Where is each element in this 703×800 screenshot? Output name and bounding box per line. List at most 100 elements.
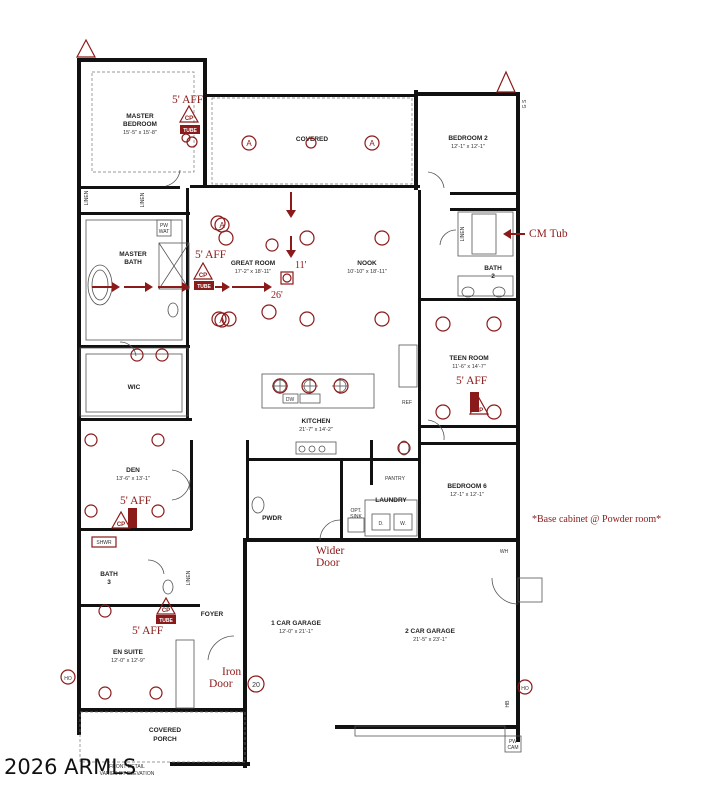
markup-triangles (76, 38, 516, 93)
wh-label: WH (500, 549, 509, 555)
dryer-label: D. (379, 521, 384, 527)
cm-tub-note: CM Tub (529, 228, 568, 240)
cp-tube-badge-4: CP (110, 508, 137, 529)
master-bath-label: MASTER (119, 251, 147, 258)
pantry-label: PANTRY (385, 476, 405, 482)
foyer-label: FOYER (201, 611, 224, 618)
bath2-label: BATH (484, 265, 502, 272)
bedroom6-dims: 12'-1" x 12'-1" (450, 492, 484, 498)
hb-label: HB (505, 700, 511, 708)
shower-label: SHWR (96, 540, 112, 546)
washer-label: W. (400, 521, 406, 527)
svg-text:CP: CP (199, 273, 207, 279)
master-bedroom-label: MASTER (126, 113, 154, 120)
opt-sink-label: OPT. (350, 508, 361, 514)
opt-sink-label-2: SINK (350, 514, 362, 520)
great-room-label: GREAT ROOM (231, 260, 275, 267)
garage1-label: 1 CAR GARAGE (271, 620, 322, 627)
markup-notes: 5' AFF 5' AFF 5' AFF 5' AFF 5' AFF 11' 2… (120, 94, 661, 690)
den-label: DEN (126, 467, 140, 474)
markup-arrows (92, 192, 525, 292)
linen-label-4: LINEN (186, 570, 192, 585)
twenty-marker: 20 (252, 682, 260, 689)
iron-door-note-2: Door (209, 678, 233, 690)
wider-door-note-2: Door (316, 557, 340, 569)
nook-label: NOOK (357, 260, 377, 267)
gs-label: G S (522, 99, 528, 108)
armls-watermark: 2026 ARMLS (4, 755, 136, 779)
shower-tag (91, 536, 117, 548)
svg-text:CP: CP (185, 116, 193, 122)
wider-door-note: Wider (316, 545, 344, 557)
ref-label: REF (402, 400, 412, 406)
linen-label-1: LINEN (84, 190, 90, 205)
front-detail-label: FRONT DETAIL (109, 764, 145, 770)
master-bedroom-dims: 15'-5" x 15'-8" (123, 130, 157, 136)
nook-dims: 10'-10" x 18'-11" (347, 269, 387, 275)
door-swings (119, 169, 543, 661)
en-suite-dims: 12'-0" x 12'-9" (111, 658, 145, 664)
pwdr-label: PWDR (262, 515, 282, 522)
varies-label: VARIES BY ELEVATION (100, 771, 155, 777)
pw-cam-label: PW (509, 739, 517, 745)
dim-26-note: 26' (271, 290, 283, 301)
laundry-label: LAUNDRY (375, 497, 407, 504)
interior-lines (79, 71, 514, 763)
aff-note-2: 5' AFF (195, 249, 226, 261)
aff-note-5: 5' AFF (132, 625, 163, 637)
pw-cam-label-2: CAM (507, 745, 518, 751)
a-symbol-3: A (219, 221, 225, 230)
bedroom6-label: BEDROOM 6 (447, 483, 487, 490)
bedroom2-dims: 12'-1" x 12'-1" (451, 144, 485, 150)
plumbing-fixtures (87, 213, 506, 595)
ho-marker-1: HO (64, 676, 72, 682)
covered-porch-label-2: PORCH (153, 736, 177, 743)
covered-patio-label: COVERED (296, 136, 328, 143)
base-cabinet-note: *Base cabinet @ Powder room* (532, 514, 661, 525)
bedroom2-label: BEDROOM 2 (448, 135, 488, 142)
fan-box (280, 271, 294, 285)
den-dims: 13'-6" x 13'-1" (116, 476, 150, 482)
bath3-label: BATH (100, 571, 118, 578)
en-suite-label: EN SUITE (113, 649, 144, 656)
wic-label: WIC (128, 384, 141, 391)
master-bedroom-label-2: BEDROOM (123, 121, 157, 128)
svg-text:TUBE: TUBE (197, 284, 211, 290)
aff-note-4: 5' AFF (120, 495, 151, 507)
aff-note-3: 5' AFF (456, 375, 487, 387)
iron-door-note: Iron (222, 666, 241, 678)
great-room-dims: 17'-2" x 18'-11" (235, 269, 272, 275)
bath3-label-2: 3 (107, 579, 111, 586)
kitchen-island (272, 378, 348, 453)
fixture-labels: LINEN LINEN LINEN LINEN REF DW OPT. SINK… (84, 99, 528, 777)
dw-label: DW (286, 397, 295, 403)
markup-a-circles: A A A A (214, 135, 380, 328)
cp-tube-badge-1: CP TUBE (178, 104, 200, 134)
master-bath-label-2: BATH (124, 259, 142, 266)
a-symbol-1: A (246, 139, 252, 148)
bath2-label-2: 2 (491, 273, 495, 280)
markup-small-circles: HO HO 20 (60, 669, 533, 695)
garage2-dims: 21'-5" x 23'-1" (413, 637, 447, 643)
covered-porch-label: COVERED (149, 727, 181, 734)
cp-tube-badge-5: CP TUBE (155, 596, 177, 624)
room-labels: MASTER BEDROOM 15'-5" x 15'-8" COVERED B… (100, 113, 502, 743)
svg-text:CP: CP (117, 522, 125, 528)
pw-wat-label: PW (160, 223, 168, 229)
a-symbol-2: A (369, 139, 375, 148)
kitchen-dims: 21'-7" x 14'-2" (299, 427, 333, 433)
kitchen-label: KITCHEN (302, 418, 331, 425)
svg-text:TUBE: TUBE (183, 128, 197, 134)
garage2-label: 2 CAR GARAGE (405, 628, 456, 635)
linen-label-3: LINEN (460, 226, 466, 241)
aff-note-1: 5' AFF (172, 94, 203, 106)
exterior-walls (77, 58, 520, 768)
cp-tube-badge-3: CP (468, 392, 490, 415)
teen-room-dims: 11'-6" x 14'-7" (452, 364, 485, 370)
svg-text:CP: CP (162, 608, 170, 614)
pw-wat-label-2: WAT (159, 229, 170, 235)
markup-circles (84, 133, 502, 700)
garage1-dims: 12'-0" x 21'-1" (279, 629, 313, 635)
linen-label-2: LINEN (140, 192, 146, 207)
